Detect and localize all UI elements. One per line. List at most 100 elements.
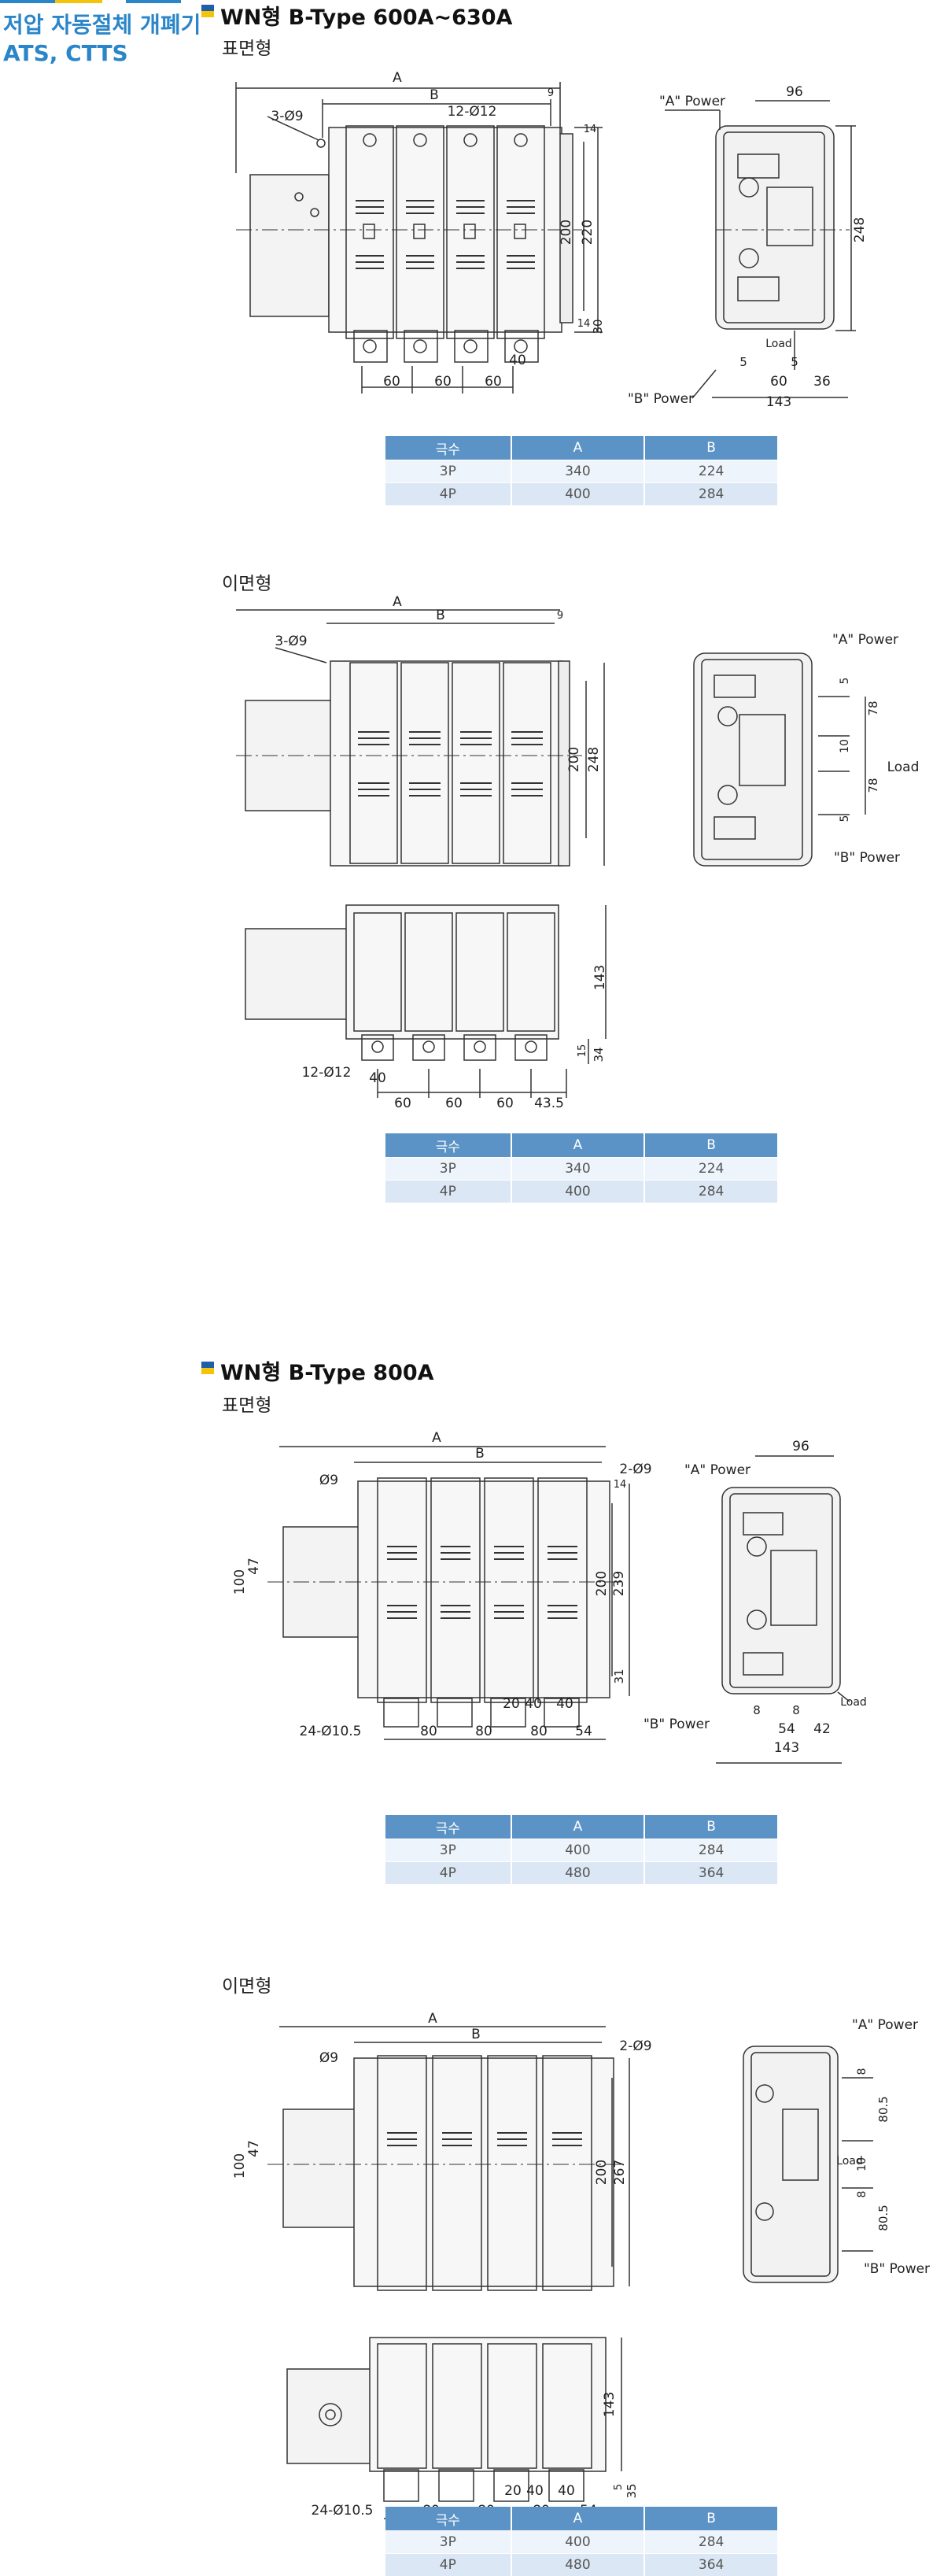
side-8b: 8 <box>792 1703 800 1717</box>
dim-47: 47 <box>246 2140 262 2157</box>
dim-54: 54 <box>575 1724 592 1739</box>
side-10: 10 <box>839 739 851 753</box>
bottom-60b: 60 <box>445 1096 463 1111</box>
bottom-40b: 40 <box>558 2483 575 2499</box>
side-143: 143 <box>774 1740 799 1756</box>
bottom-43-5: 43.5 <box>534 1096 564 1111</box>
side-8b: 8 <box>856 2191 868 2198</box>
bottom-143: 143 <box>592 965 608 990</box>
side-load: Load <box>887 759 920 775</box>
dim-20: 20 <box>503 1696 520 1712</box>
dim-a: A <box>432 1430 441 1446</box>
side-8a: 8 <box>753 1703 761 1717</box>
dim-hole: Ø9 <box>319 1473 338 1488</box>
dim-9: 9 <box>548 87 554 99</box>
dim-239: 239 <box>611 1571 627 1596</box>
side-b-power: "B" Power <box>628 391 694 407</box>
dim-hole: Ø9 <box>319 2050 338 2066</box>
dim-200: 200 <box>594 1571 610 1596</box>
dim-14-top: 14 <box>584 124 597 135</box>
bottom-40a: 40 <box>526 2483 544 2499</box>
dim-100: 100 <box>232 2153 248 2179</box>
side-a-power: "A" Power <box>659 94 725 109</box>
bottom-60a: 60 <box>394 1096 411 1111</box>
dim-14: 14 <box>614 1479 627 1491</box>
dim-a: A <box>428 2011 437 2027</box>
dim-b: B <box>475 1446 485 1462</box>
dim-a: A <box>393 70 402 86</box>
bottom-15: 15 <box>577 1044 588 1058</box>
side-b-power: "B" Power <box>864 2261 930 2277</box>
side-load: Load <box>765 338 792 350</box>
side-80-5a: 80.5 <box>876 2096 891 2122</box>
bottom-5: 5 <box>613 2484 625 2490</box>
dim-2-hole: 2-Ø9 <box>619 1462 651 1477</box>
dim-220: 220 <box>580 220 596 245</box>
dim-31: 31 <box>612 1669 626 1683</box>
bottom-hole: 12-Ø12 <box>302 1065 352 1081</box>
dim-holes: 24-Ø10.5 <box>300 1724 362 1739</box>
dim-60-1: 60 <box>383 374 400 390</box>
dim-b: B <box>436 608 445 623</box>
drawing-600a-front: A B 3-Ø9 12-Ø12 9 14 200 220 14 30 40 60… <box>0 0 944 441</box>
dim-40b: 40 <box>556 1696 573 1712</box>
side-96: 96 <box>792 1439 809 1454</box>
dim-2-hole: 2-Ø9 <box>619 2038 651 2054</box>
bottom-35: 35 <box>625 2483 639 2498</box>
side-248: 248 <box>852 217 868 242</box>
side-b-power: "B" Power <box>834 850 900 866</box>
side-8a: 8 <box>856 2068 868 2075</box>
drawing-600a-rear: A B 3-Ø9 9 200 248 "A" Power 5 78 10 Loa… <box>0 575 944 1149</box>
drawing-800a-front: A B Ø9 2-Ø9 100 47 14 200 239 31 20 40 4… <box>0 1417 944 1810</box>
table-header-b: B <box>644 436 778 460</box>
side-42: 42 <box>813 1721 831 1737</box>
drawing-800a-rear: A B Ø9 2-Ø9 100 47 200 267 "A" Power 8 8… <box>0 1999 944 2534</box>
bottom-40: 40 <box>369 1070 386 1086</box>
dim-80c: 80 <box>530 1724 548 1739</box>
dim-a: A <box>393 594 402 610</box>
dim-200: 200 <box>566 747 582 772</box>
side-a-power: "A" Power <box>852 2017 918 2033</box>
table-header-a: A <box>511 436 645 460</box>
dim-hole-1: 3-Ø9 <box>271 109 303 124</box>
table-header-poles: 극수 <box>385 436 511 460</box>
dim-200: 200 <box>559 220 574 245</box>
dim-14-bot: 14 <box>577 318 591 330</box>
dim-80b: 80 <box>475 1724 492 1739</box>
dim-30: 30 <box>591 319 605 334</box>
dim-hole-2: 12-Ø12 <box>448 104 497 120</box>
bottom-holes: 24-Ø10.5 <box>312 2503 374 2519</box>
bottom-20: 20 <box>504 2483 522 2499</box>
side-80-5b: 80.5 <box>876 2205 891 2230</box>
section-2-title: WN형 B-Type 800A <box>220 1355 434 1386</box>
bottom-60c: 60 <box>496 1096 514 1111</box>
side-96: 96 <box>786 84 803 100</box>
side-a-power: "A" Power <box>832 632 898 648</box>
side-5a: 5 <box>739 355 747 369</box>
side-36: 36 <box>813 374 831 390</box>
section-2-view-1-label: 표면형 <box>222 1390 271 1417</box>
dim-47: 47 <box>246 1558 262 1575</box>
side-143: 143 <box>766 394 791 410</box>
side-78b: 78 <box>866 778 880 793</box>
dim-9: 9 <box>557 610 563 622</box>
dim-40a: 40 <box>525 1696 542 1712</box>
dim-b: B <box>430 87 439 103</box>
side-load: Load <box>840 1696 867 1709</box>
section-2-view-2-label: 이면형 <box>222 1971 271 1998</box>
section-2-bullet <box>201 1362 214 1374</box>
dim-248: 248 <box>586 747 602 772</box>
dim-100: 100 <box>232 1569 248 1595</box>
dim-267: 267 <box>612 2160 628 2185</box>
side-5a: 5 <box>839 678 851 685</box>
